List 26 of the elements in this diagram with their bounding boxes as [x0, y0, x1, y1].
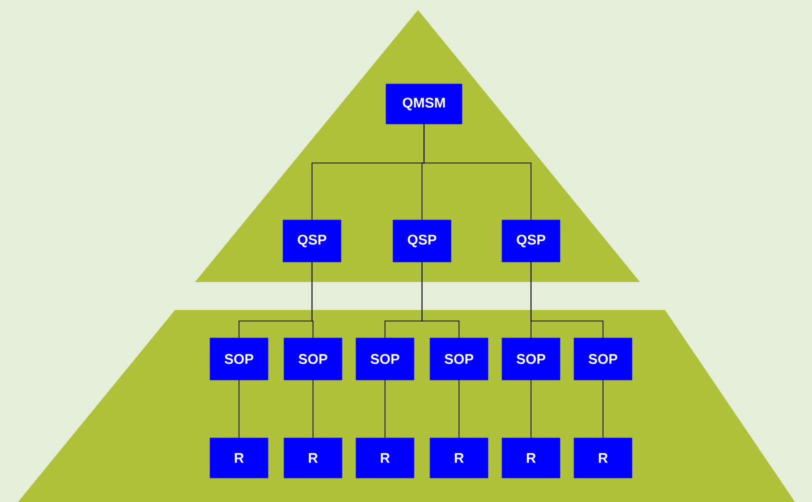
- level-box: SOP: [356, 338, 414, 380]
- connector-line: [602, 380, 604, 438]
- level-box: SOP: [430, 338, 488, 380]
- level-box: QSP: [282, 220, 342, 262]
- level-box: QSP: [392, 220, 452, 262]
- connector-line: [312, 380, 314, 438]
- level-box: R: [574, 438, 632, 478]
- connector-line: [238, 380, 240, 438]
- connector-line: [530, 262, 604, 338]
- connector-line: [384, 380, 386, 438]
- level-box: R: [356, 438, 414, 478]
- level-box: R: [284, 438, 342, 478]
- level-box: SOP: [574, 338, 632, 380]
- level-box: QSP: [502, 220, 560, 262]
- level-box: QMSM: [386, 84, 462, 124]
- connector-line: [458, 380, 460, 438]
- connector-line: [530, 380, 532, 438]
- connector-line: [422, 262, 460, 338]
- level-box: SOP: [210, 338, 268, 380]
- level-box: R: [210, 438, 268, 478]
- connector-line: [424, 124, 532, 220]
- level-box: R: [430, 438, 488, 478]
- level-box: R: [502, 438, 560, 478]
- level-box: SOP: [502, 338, 560, 380]
- connector-line: [312, 262, 314, 338]
- level-box: SOP: [284, 338, 342, 380]
